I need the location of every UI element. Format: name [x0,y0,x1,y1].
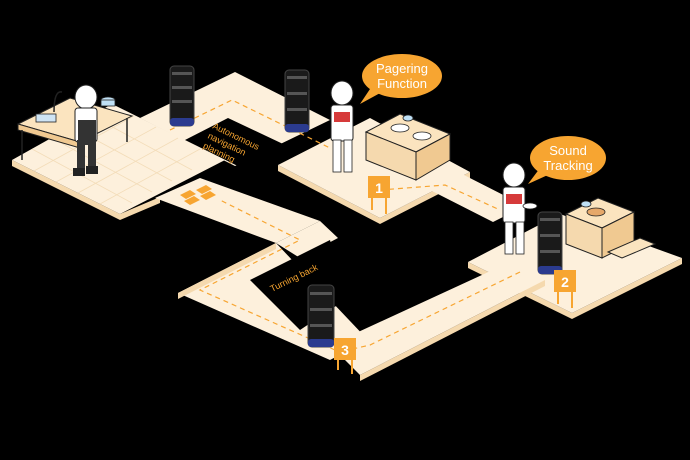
station-badge-icon: 3 [334,338,356,374]
robot-icon [284,69,310,133]
station-1-label: 1 [375,180,383,196]
bubble-sound-line2: Tracking [543,158,592,173]
faucet-icon [53,91,63,113]
station-badge-icon: 2 [554,270,576,308]
chevron-arrows-icon [180,185,216,205]
bubble-sound-line1: Sound [549,143,587,158]
robot-icon [169,65,195,127]
station-2-label: 2 [561,274,569,290]
waiter-icon [502,162,538,255]
floor-path [12,72,682,381]
station-3-label: 3 [341,342,349,358]
bubble-pagering-line2: Function [377,76,427,91]
speech-bubble-icon: Sound Tracking [528,136,606,184]
chef-icon [73,84,98,176]
table-icon [564,197,657,259]
station-badge-icon: 1 [368,176,390,214]
bubble-pagering-line1: Pagering [376,61,428,76]
robot-icon [307,284,335,348]
speech-bubble-icon: Pagering Function [360,54,442,104]
robot-icon [537,211,563,275]
table-icon [364,113,452,181]
waiter-icon [330,80,354,173]
